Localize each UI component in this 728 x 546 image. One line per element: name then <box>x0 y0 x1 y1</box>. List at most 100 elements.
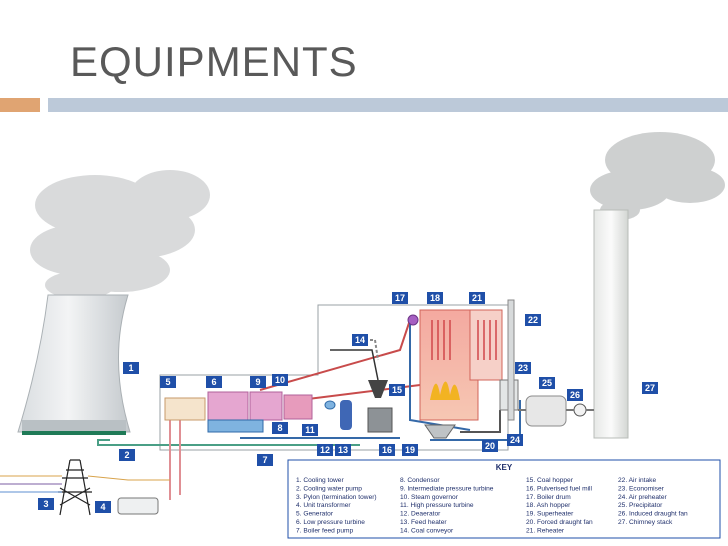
callout-number: 21 <box>472 293 482 303</box>
callout-15: 15 <box>389 384 405 396</box>
unit-transformer <box>117 497 159 515</box>
callout-24: 24 <box>507 434 523 446</box>
building-outline <box>159 304 509 451</box>
callout-badge <box>38 498 54 510</box>
key-item: 8. Condensor <box>400 477 440 484</box>
callout-number: 14 <box>355 335 365 345</box>
callout-number: 27 <box>645 383 655 393</box>
key-item: 16. Pulverised fuel mill <box>526 485 593 492</box>
callout-badge <box>206 376 222 388</box>
callout-17: 17 <box>392 292 408 304</box>
key-item: 27. Chimney stack <box>618 519 673 526</box>
cooling-tower <box>17 294 131 433</box>
boiler <box>419 309 479 421</box>
induced-draught-fan <box>573 403 587 417</box>
callout-badge <box>507 434 523 446</box>
callout-8: 8 <box>272 422 288 434</box>
superheater-coils <box>431 320 497 360</box>
callout-badge <box>317 444 333 456</box>
key-item: 5. Generator <box>296 511 334 518</box>
callout-badge <box>525 314 541 326</box>
callout-badge <box>379 444 395 456</box>
key-item: 17. Boiler drum <box>526 494 571 501</box>
callout-2: 2 <box>119 449 135 461</box>
callout-badge <box>567 389 583 401</box>
low-pressure-turbine <box>207 391 249 421</box>
callout-1: 1 <box>123 362 139 374</box>
callout-14: 14 <box>352 334 368 346</box>
chimney-stack <box>593 209 629 439</box>
callout-number: 20 <box>485 441 495 451</box>
title-accent-bar <box>0 98 40 112</box>
callout-badge <box>402 444 418 456</box>
callout-badge <box>539 377 555 389</box>
intermediate-pressure-turbine <box>249 391 283 421</box>
key-item: 1. Cooling tower <box>296 477 344 484</box>
callout-26: 26 <box>567 389 583 401</box>
key-title: KEY <box>496 463 513 472</box>
cooling-tower-pond <box>22 431 126 435</box>
key-item: 24. Air preheater <box>618 494 668 501</box>
high-pressure-turbine <box>283 394 313 420</box>
precipitator <box>525 395 567 427</box>
key-item: 19. Superheater <box>526 511 574 518</box>
key-item: 13. Feed heater <box>400 519 447 526</box>
callout-number: 2 <box>124 450 129 460</box>
key-item: 21. Reheater <box>526 527 565 534</box>
callout-number: 15 <box>392 385 402 395</box>
callout-number: 17 <box>395 293 405 303</box>
reheater-section <box>469 309 503 381</box>
ash-hopper <box>424 424 456 439</box>
callout-number: 23 <box>518 363 528 373</box>
callout-number: 13 <box>338 445 348 455</box>
air-intake <box>507 299 515 421</box>
callout-number: 22 <box>528 315 538 325</box>
key-item: 15. Coal hopper <box>526 477 574 484</box>
callout-number: 1 <box>128 363 133 373</box>
key-item: 20. Forced draught fan <box>526 519 593 526</box>
callout-6: 6 <box>206 376 222 388</box>
key-item: 3. Pylon (termination tower) <box>296 494 377 501</box>
callout-number: 9 <box>255 377 260 387</box>
callout-badge <box>250 376 266 388</box>
key-item: 2. Cooling water pump <box>296 485 362 492</box>
callout-number: 8 <box>277 423 282 433</box>
slide-title: EQUIPMENTS <box>70 38 358 85</box>
callout-badge <box>119 449 135 461</box>
key-item: 12. Deaerator <box>400 511 441 518</box>
callout-12: 12 <box>317 444 333 456</box>
callout-27: 27 <box>642 382 658 394</box>
callout-number: 18 <box>430 293 440 303</box>
callout-badge <box>302 424 318 436</box>
generator <box>164 397 206 421</box>
key-item: 11. High pressure turbine <box>400 502 474 509</box>
callout-21: 21 <box>469 292 485 304</box>
key-item: 7. Boiler feed pump <box>296 527 354 534</box>
callout-number: 19 <box>405 445 415 455</box>
callout-number: 24 <box>510 435 520 445</box>
key-item: 23. Economiser <box>618 485 665 492</box>
key-item: 9. Intermediate pressure turbine <box>400 485 494 492</box>
callout-badge <box>123 362 139 374</box>
key-item: 26. Induced draught fan <box>618 511 688 518</box>
title-rule-bar <box>48 98 728 112</box>
callout-18: 18 <box>427 292 443 304</box>
callout-number: 26 <box>570 390 580 400</box>
feed-heater <box>340 400 352 430</box>
callout-number: 10 <box>275 375 285 385</box>
callout-23: 23 <box>515 362 531 374</box>
callout-19: 19 <box>402 444 418 456</box>
coal-conveyor <box>330 349 379 381</box>
callout-badge <box>352 334 368 346</box>
callout-7: 7 <box>257 454 273 466</box>
key-box <box>287 459 721 539</box>
callout-number: 7 <box>262 455 267 465</box>
boiler-drum <box>407 314 419 326</box>
callout-badge <box>482 440 498 452</box>
callout-badge <box>257 454 273 466</box>
key-item: 14. Coal conveyor <box>400 527 454 534</box>
